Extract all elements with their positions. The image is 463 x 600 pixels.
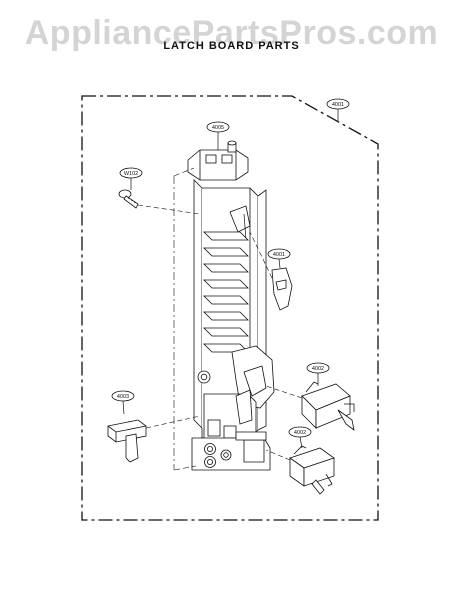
latch-board-label: 4005 [212, 125, 224, 131]
assembly-boundary [81, 95, 379, 521]
latch-lever-label: 4001 [273, 252, 285, 258]
switch-lower-part: 4002 [288, 426, 335, 495]
switch-upper-part: 4002 [301, 362, 355, 431]
latch-board-callout: 4005 [206, 121, 230, 150]
door-lever-label: 4003 [117, 394, 129, 400]
switch-lower-label: 4002 [294, 430, 306, 436]
switch-upper-label: 4002 [312, 366, 324, 372]
assembly-callout: 4001 [326, 98, 350, 121]
watermark-text: AppliancePartsPros.com [24, 14, 439, 52]
screw-part: W102 [118, 167, 143, 209]
screw-label: W102 [124, 171, 138, 177]
assembly-label: 4001 [332, 102, 344, 108]
latch-lever-part: 4001 [267, 248, 293, 311]
diagram-title: LATCH BOARD PARTS [163, 40, 300, 52]
latch-board [187, 140, 275, 471]
door-lever-part: 4003 [107, 390, 147, 463]
